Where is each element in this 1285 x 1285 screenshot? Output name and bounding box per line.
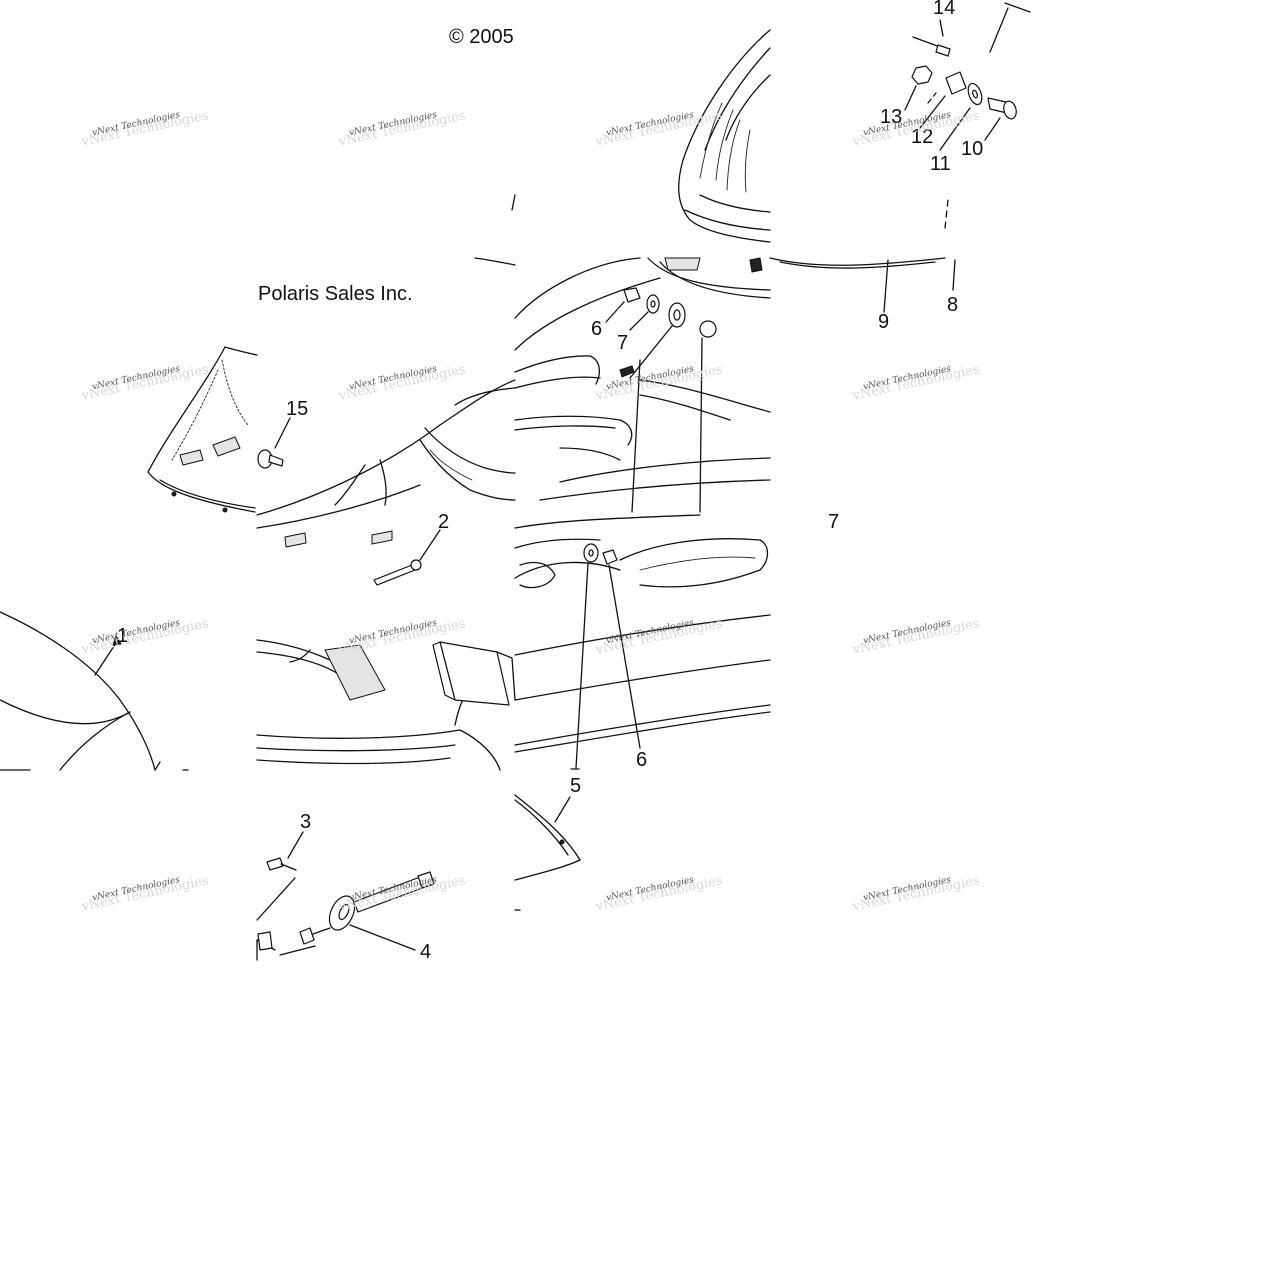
hull-right-drawing	[514, 514, 771, 753]
company-name: Polaris Sales Inc.	[258, 283, 413, 305]
hull-center-drawing	[256, 257, 516, 548]
callout-4: 4	[420, 941, 431, 963]
lamp-assembly-3-4	[256, 831, 435, 961]
callout-9: 9	[878, 311, 889, 333]
callout-13: 13	[880, 106, 902, 128]
callout-7-deck: 7	[617, 332, 628, 354]
hull-left-drawing	[0, 611, 189, 771]
callout-3: 3	[300, 811, 311, 833]
fastener-15	[257, 417, 291, 469]
hood-front-drawing	[511, 29, 771, 243]
callout-5-middle: 5	[570, 775, 581, 797]
hull-front-drawing	[256, 639, 516, 771]
callout-11: 11	[930, 153, 951, 175]
callout-10: 10	[961, 138, 983, 160]
callout-7-right: 7	[828, 511, 839, 533]
hood-lower-drawing	[769, 257, 956, 313]
deck-hardware-6-7	[605, 287, 717, 513]
part-2-rod	[373, 529, 441, 586]
callout-1: 1	[117, 625, 128, 647]
copyright-text: © 2005	[449, 26, 514, 48]
callout-8: 8	[947, 294, 958, 316]
callout-15: 15	[286, 398, 308, 420]
callout-6-deck: 6	[591, 318, 602, 340]
callout-labels: 1 2 3 4 5 5 6 6 7 7 8 9 10 11 12 13 14 1…	[117, 0, 983, 963]
hull-hardware-5-6	[575, 543, 641, 769]
callout-6-hull: 6	[636, 749, 647, 771]
hull-tail-drawing	[514, 794, 581, 911]
hull-deck-drawing	[514, 257, 771, 501]
callout-2: 2	[438, 511, 449, 533]
callout-12: 12	[911, 126, 933, 148]
callout-14: 14	[933, 0, 955, 19]
hardware-stack-top-right	[904, 2, 1031, 229]
windshield-drawing	[147, 346, 258, 513]
